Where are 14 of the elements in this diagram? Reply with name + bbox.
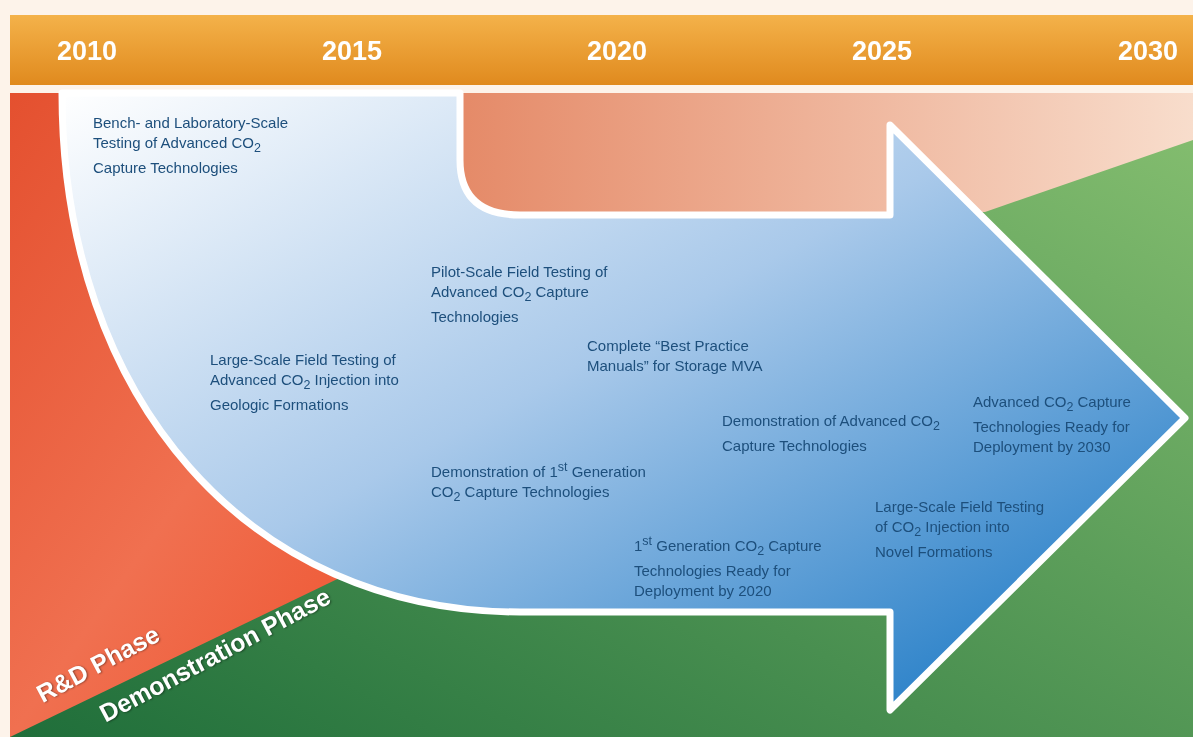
milestone-text: Large-Scale Field Testing of Advanced CO$_{2}$ Injection into Geologic Formations (210, 350, 400, 415)
year-label: 2020 (586, 35, 648, 67)
milestone-text: Demonstration of Advanced CO$_{2}$ Capture Technologies (722, 411, 941, 456)
milestone-text: Advanced CO$_{2}$ Capture Technologies Ready for Deployment by 2030 (973, 392, 1132, 457)
milestone-text: Pilot-Scale Field Testing of Advanced CO$_{2}$ Capture Technologies (431, 262, 609, 327)
milestone-text: Demonstration of 1$^{st}$ Generation CO$_{2}$ Capture Technologies (431, 459, 647, 506)
milestone-text: Large-Scale Field Testing of CO$_{2}$ Injection into Novel Formations (875, 497, 1045, 562)
year-label: 2015 (321, 35, 383, 67)
milestone-text: 1$^{st}$ Generation CO$_{2}$ Capture Technologies Ready for Deployment by 2020 (634, 533, 823, 601)
year-label: 2010 (56, 35, 118, 67)
year-label: 2025 (851, 35, 913, 67)
milestone-text: Bench- and Laboratory-Scale Testing of Advanced CO$_{2}$ Capture Technologies (93, 113, 290, 178)
year-label: 2030 (1117, 35, 1179, 67)
milestone-text: Complete “Best Practice Manuals” for Storage MVA (587, 336, 764, 376)
